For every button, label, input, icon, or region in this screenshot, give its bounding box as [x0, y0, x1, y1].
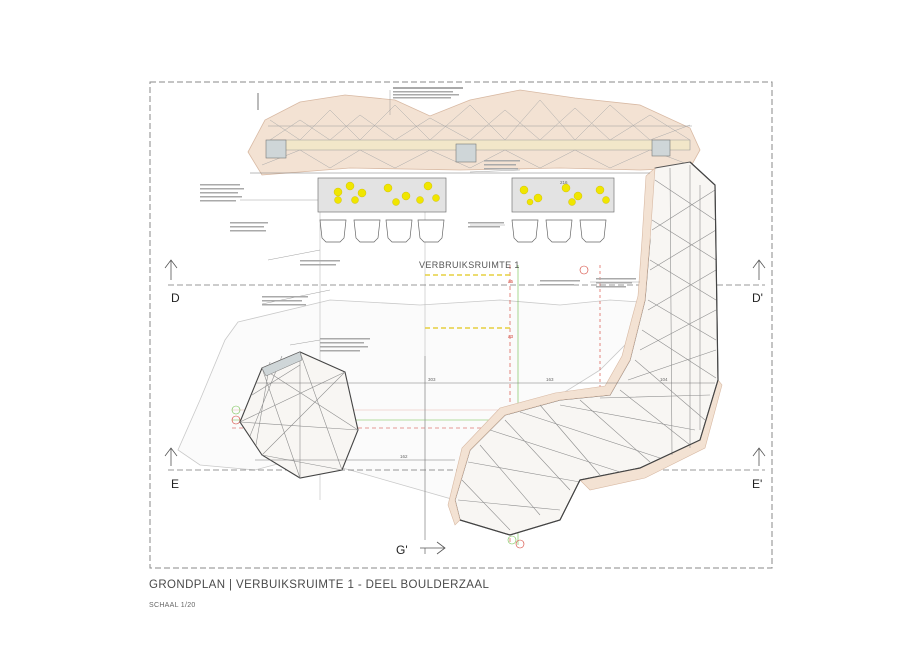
annotation-blocks	[200, 87, 636, 352]
bar-counter	[317, 177, 615, 243]
drawing-scale: SCHAAL 1/20	[149, 602, 196, 609]
dimension-303: 303	[428, 377, 436, 382]
dimension-162: 162	[400, 454, 408, 459]
section-marker-g-prime: G'	[396, 543, 408, 557]
dimension-104: 104	[660, 377, 668, 382]
pod-structure	[239, 351, 359, 479]
dimension-lines	[250, 172, 715, 540]
section-marker-d-prime: D'	[752, 291, 763, 305]
section-arrows	[164, 259, 766, 555]
floor-markings	[425, 274, 510, 329]
dimension-a5: a5	[508, 279, 514, 284]
section-marker-e: E	[171, 477, 179, 491]
drawing-title: GRONDPLAN | VERBUIKSRUIMTE 1 - DEEL BOUL…	[149, 579, 490, 591]
section-marker-d: D	[171, 291, 180, 305]
top-canopy	[247, 89, 701, 176]
section-marker-e-prime: E'	[752, 477, 762, 491]
dimension-216: 216	[560, 180, 568, 185]
drawing-frame	[149, 81, 773, 569]
room-label: VERBRUIKSRUIMTE 1	[419, 260, 520, 270]
dimension-a3: a3	[508, 334, 514, 339]
main-shell	[447, 161, 723, 536]
dimension-163: 163	[546, 377, 554, 382]
